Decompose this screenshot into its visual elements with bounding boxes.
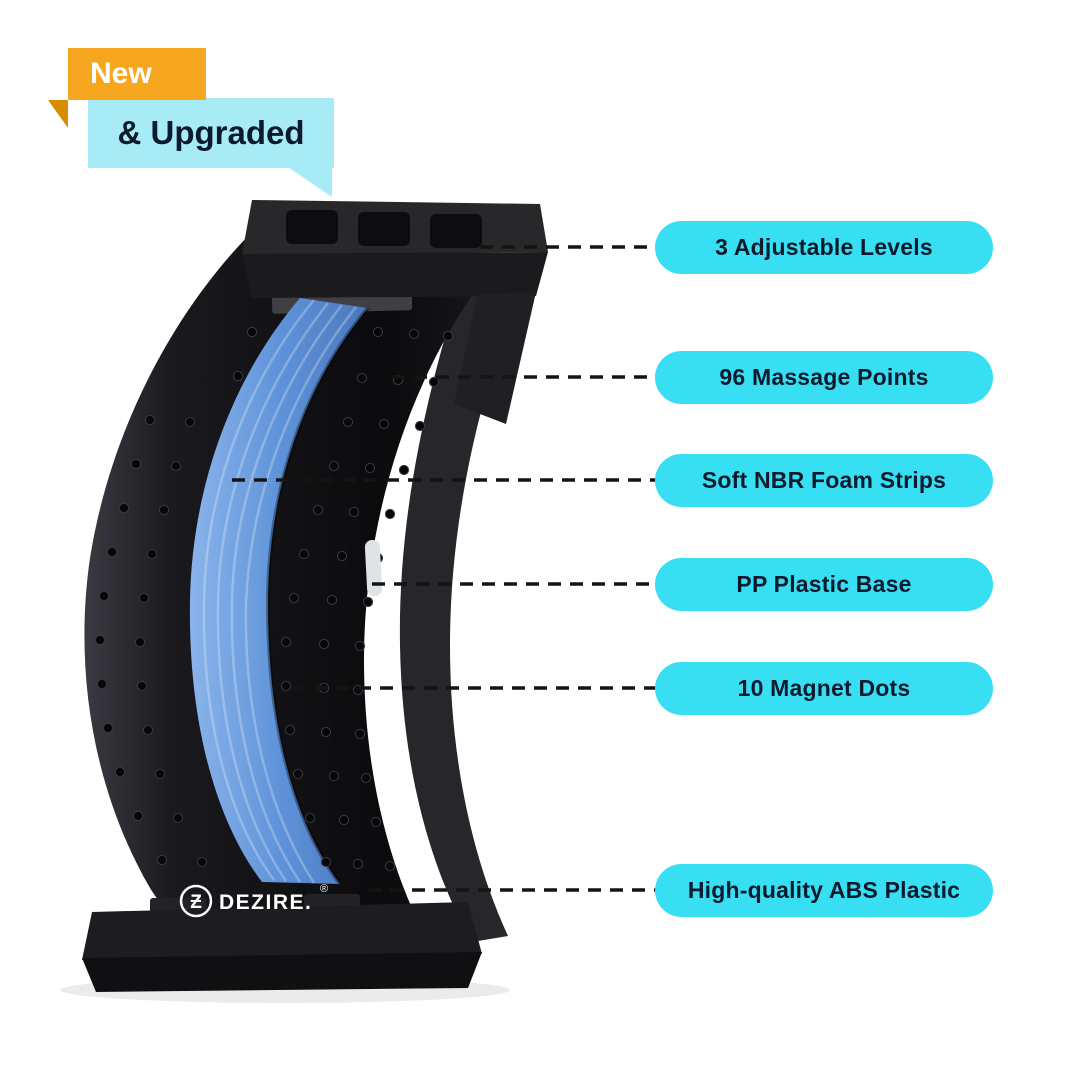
foam-strip [189,298,368,884]
new-badge: New [68,48,206,100]
callout-adjustable-levels: 3 Adjustable Levels [655,221,993,274]
foam-ridges [202,299,357,884]
new-badge-label: New [90,57,152,90]
foam-strip-edge-shade [265,306,370,886]
upgraded-label: & Upgraded [117,114,305,151]
top-plate [242,200,548,424]
brand-mark: Ƶ [190,892,202,913]
upgraded-bubble: & Upgraded [88,98,334,168]
callout-abs-plastic: High-quality ABS Plastic [655,864,993,917]
side-frame [399,256,516,942]
leader-lines [232,245,664,892]
callout-plastic-base: PP Plastic Base [655,558,993,611]
handle-slot [364,539,383,596]
registered-mark: ® [320,883,328,895]
side-bracket [454,292,536,424]
brand-logo-icon [179,884,213,918]
callout-magnet-dots: 10 Magnet Dots [655,662,993,715]
base-plate [82,894,482,992]
arch-body [84,226,480,952]
brand-logo: Ƶ DEZIRE. ® [179,883,328,918]
callout-massage-points: 96 Massage Points [655,351,993,404]
callout-foam-strips: Soft NBR Foam Strips [655,454,993,507]
brand-name: DEZIRE. [219,891,312,914]
